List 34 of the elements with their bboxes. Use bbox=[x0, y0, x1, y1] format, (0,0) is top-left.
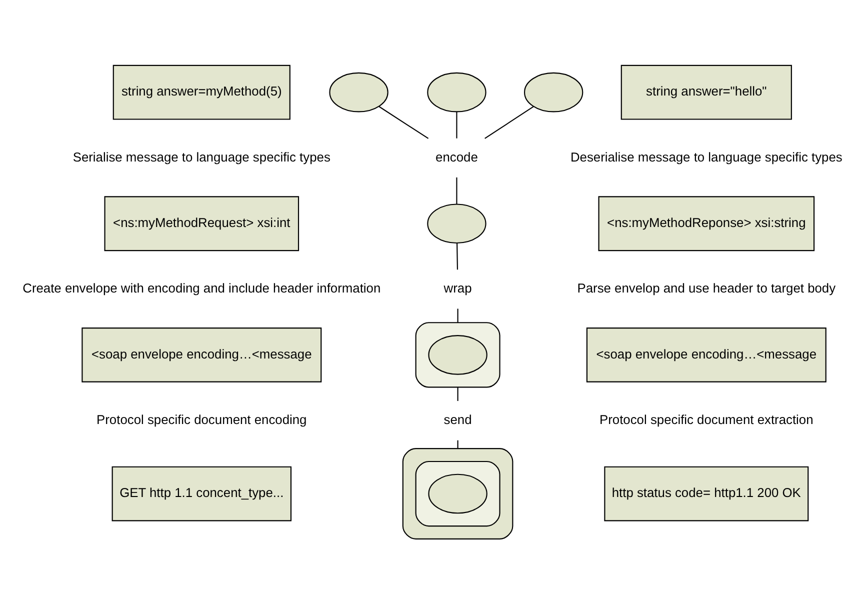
label: Protocol specific document encoding bbox=[96, 411, 306, 426]
connector bbox=[378, 106, 428, 138]
node-ellipse bbox=[426, 203, 486, 244]
node-box: <ns:myMethodRequest> xsi:int bbox=[104, 196, 299, 251]
label: Create envelope with encoding and include header information bbox=[22, 280, 380, 296]
node-ellipse bbox=[428, 334, 487, 374]
node-box: <soap envelope encoding…<message bbox=[81, 326, 322, 382]
node-box: http status code= http1.1 200 OK bbox=[604, 466, 808, 521]
node-text: send bbox=[443, 411, 472, 426]
node-box: <ns:myMethodReponse> xsi:string bbox=[598, 196, 814, 251]
node-text: encode bbox=[435, 148, 478, 164]
cluster bbox=[414, 460, 500, 526]
node-box: string answer="hello" bbox=[620, 64, 792, 120]
node-text: wrap bbox=[443, 280, 472, 296]
connector bbox=[456, 111, 457, 138]
connector bbox=[484, 106, 534, 138]
label: Protocol specific document extraction bbox=[599, 411, 813, 426]
node-box: <soap envelope encoding…<message bbox=[586, 326, 826, 382]
connector bbox=[456, 242, 458, 270]
node-ellipse bbox=[523, 72, 583, 112]
connector bbox=[456, 440, 458, 448]
label: Serialise message to language specific types bbox=[72, 148, 330, 164]
label: Parse envelop and use header to target body bbox=[576, 280, 836, 296]
node-ellipse bbox=[426, 72, 486, 112]
connector bbox=[456, 386, 458, 400]
connector bbox=[456, 308, 458, 322]
label: Deserialise message to language specific types bbox=[570, 148, 842, 164]
node-ellipse bbox=[428, 473, 487, 514]
node-ellipse bbox=[328, 72, 388, 112]
node-box: string answer=myMethod(5) bbox=[112, 64, 290, 120]
cluster bbox=[402, 448, 513, 539]
node-box: GET http 1.1 concent_type... bbox=[111, 466, 292, 521]
connector bbox=[456, 176, 457, 204]
cluster bbox=[414, 322, 500, 388]
